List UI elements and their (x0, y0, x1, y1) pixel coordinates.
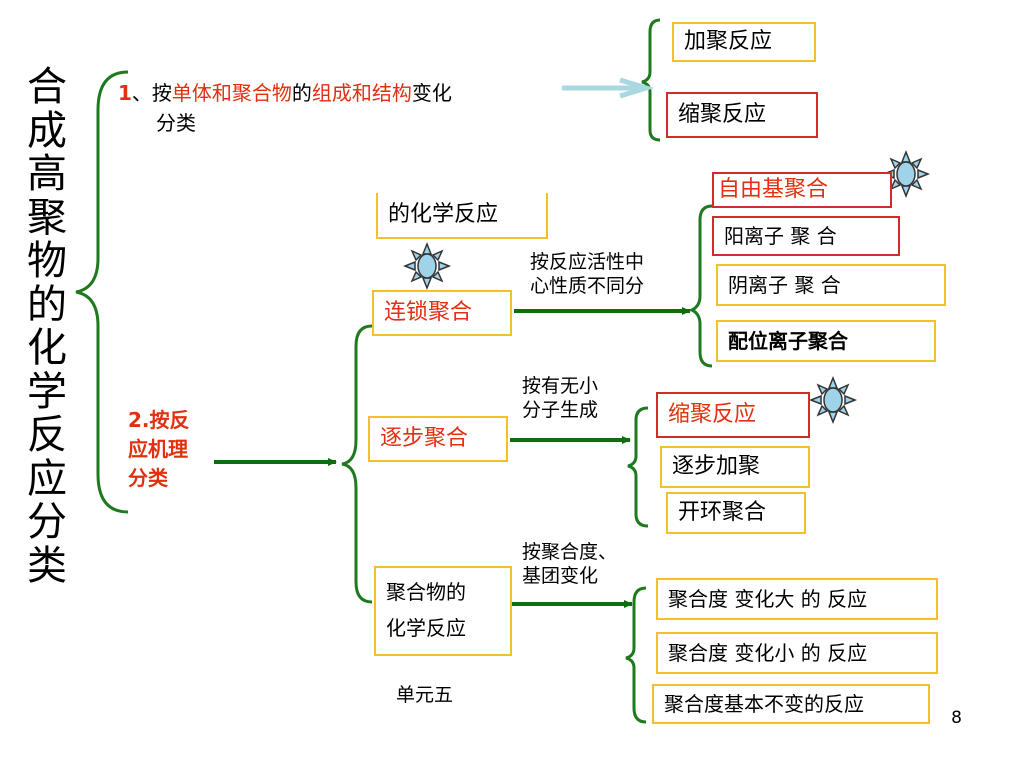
section2-label: 2.按反 应机理 分类 (128, 408, 190, 490)
sun-icon (810, 377, 856, 423)
chain-criterion: 按反应活性中 心性质不同分 (530, 251, 645, 297)
brace-chain (688, 204, 713, 368)
polymer-item-small-change: 聚合度 变化小 的 反应 (656, 632, 938, 674)
brace-polymer (625, 586, 647, 724)
brace-section1 (641, 18, 661, 142)
chain-item-coordination: 配位离子聚合 (716, 320, 936, 362)
polymer-criterion: 按聚合度、 基团变化 (522, 541, 618, 587)
step-item-condensation: 缩聚反应 (656, 392, 810, 438)
page-number: 8 (951, 708, 962, 728)
section1-heading-line2: 分类 (156, 111, 196, 135)
polymer-item-large-change: 聚合度 变化大 的 反应 (656, 578, 938, 620)
main-brace (75, 70, 129, 514)
footer-unit: 单元五 (396, 684, 454, 706)
section1-number: 1 (118, 81, 132, 105)
step-item-ring-opening: 开环聚合 (666, 492, 806, 534)
polymer-item-no-change: 聚合度基本不变的反应 (652, 684, 930, 724)
chain-item-free-radical: 自由基聚合 (712, 172, 892, 208)
result-box-condensation: 缩聚反应 (666, 92, 818, 138)
vertical-title: 合成高聚物的化学反应分类 (27, 64, 67, 589)
chain-item-cationic: 阳离子 聚 合 (712, 216, 900, 256)
result-box-addition: 加聚反应 (672, 22, 816, 62)
step-item-addition: 逐步加聚 (660, 446, 810, 488)
chain-item-anionic: 阴离子 聚 合 (716, 264, 946, 306)
step-polymerization-box: 逐步聚合 (368, 416, 508, 462)
chain-polymerization-box: 连锁聚合 (372, 290, 512, 336)
polymer-reaction-box: 聚合物的 化学反应 (374, 566, 512, 656)
partial-box: 的化学反应 (376, 193, 548, 239)
brace-step (627, 406, 649, 528)
section1-heading: 1、按单体和聚合物的组成和结构变化 (118, 81, 452, 105)
sun-icon (404, 243, 450, 289)
step-criterion: 按有无小 分子生成 (522, 375, 599, 421)
brace-mechanism (341, 324, 373, 604)
